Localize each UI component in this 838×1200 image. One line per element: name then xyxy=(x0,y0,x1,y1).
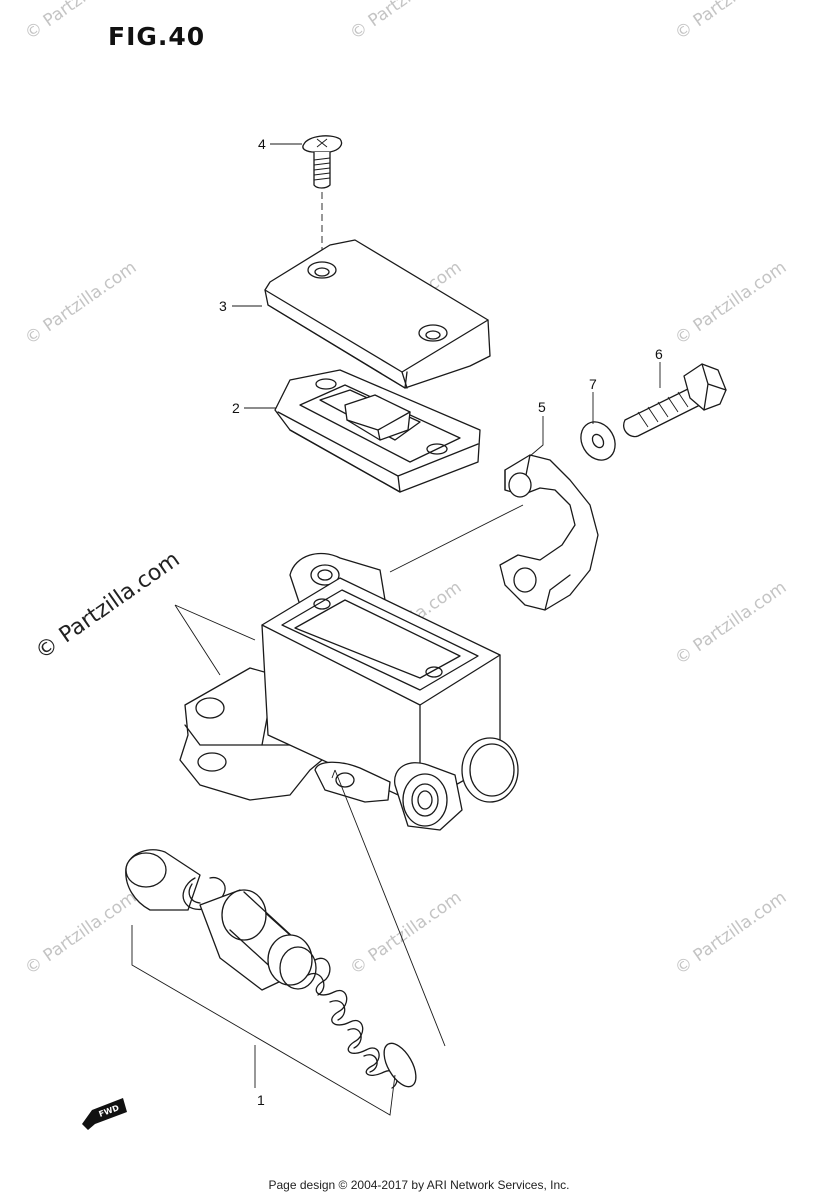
part-7-washer xyxy=(580,421,616,461)
watermark: © Partzilla.com xyxy=(671,887,790,979)
figure-title: FIG.40 xyxy=(108,22,206,51)
callout-3: 3 xyxy=(219,298,227,314)
part-6-bolt xyxy=(623,363,727,438)
part-5-clamp xyxy=(499,454,599,611)
callout-5: 5 xyxy=(538,399,546,415)
fwd-arrow-badge: FWD xyxy=(82,1098,127,1130)
page-footer: Page design © 2004-2017 by ARI Network S… xyxy=(268,1178,570,1192)
watermark: © Partzilla.com xyxy=(21,887,140,979)
callout-2: 2 xyxy=(232,400,240,416)
leader-lines xyxy=(131,143,661,1116)
callout-6: 6 xyxy=(655,346,663,362)
part-2-diaphragm xyxy=(274,369,481,493)
callout-7: 7 xyxy=(589,376,597,392)
watermark: © Partzilla.com xyxy=(671,577,790,669)
part-1-piston-kit xyxy=(125,849,417,1089)
watermark-featured: © Partzilla.com xyxy=(31,547,184,665)
callout-4: 4 xyxy=(258,136,266,152)
part-4-screw xyxy=(302,135,343,262)
callout-1: 1 xyxy=(257,1092,265,1108)
part-3-cap xyxy=(264,239,491,389)
master-cylinder-body xyxy=(179,552,519,831)
watermark: © Partzilla.com xyxy=(21,257,140,349)
callout-labels: 1 2 3 4 5 6 7 xyxy=(219,136,663,1108)
watermark: © Partzilla.com xyxy=(346,887,465,979)
watermark: © Partzilla.com xyxy=(671,257,790,349)
watermark: © Partzilla.com xyxy=(671,0,790,44)
watermark: © Partzilla.com xyxy=(21,0,140,44)
fwd-arrow-icon xyxy=(82,1098,127,1130)
watermark: © Partzilla.com xyxy=(346,0,465,44)
